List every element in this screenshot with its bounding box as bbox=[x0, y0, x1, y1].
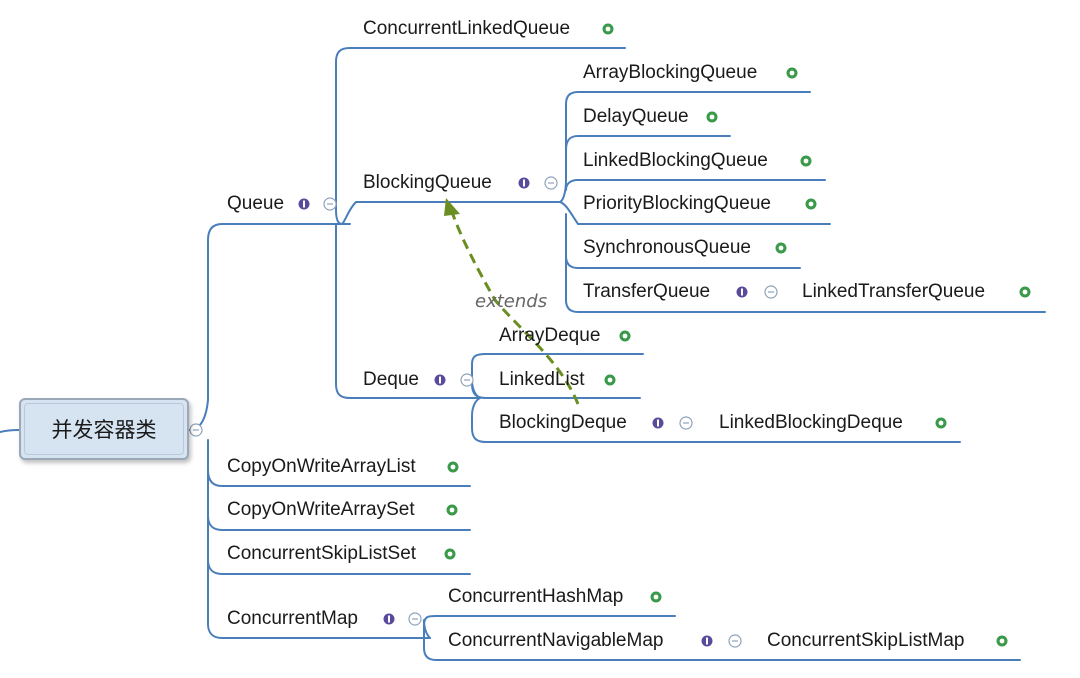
extends-arrow bbox=[444, 198, 580, 405]
node-concurrent-hash-map[interactable]: ConcurrentHashMap bbox=[448, 586, 624, 607]
class-icon bbox=[446, 504, 458, 516]
collapse-tq-icon[interactable] bbox=[764, 285, 778, 299]
node-linked-list[interactable]: LinkedList bbox=[499, 369, 585, 390]
node-transfer-queue[interactable]: TransferQueue bbox=[583, 281, 711, 302]
collapse-cmap-icon[interactable] bbox=[408, 612, 422, 626]
interface-icon bbox=[383, 613, 395, 625]
edge-root-queue bbox=[188, 223, 351, 431]
edge-bq-tq bbox=[565, 255, 791, 313]
node-concurrent-linked-queue[interactable]: ConcurrentLinkedQueue bbox=[363, 18, 571, 39]
node-delay-queue[interactable]: DelayQueue bbox=[583, 106, 689, 127]
interface-icon bbox=[518, 177, 530, 189]
node-copy-on-write-array-list[interactable]: CopyOnWriteArrayList bbox=[227, 456, 416, 477]
edge-queue-bq bbox=[341, 201, 561, 225]
interface-icon bbox=[736, 286, 748, 298]
node-concurrent-navigable-map[interactable]: ConcurrentNavigableMap bbox=[448, 630, 664, 651]
node-blocking-queue[interactable]: BlockingQueue bbox=[363, 172, 492, 193]
node-deque[interactable]: Deque bbox=[363, 369, 419, 390]
edge-cmap-cnm bbox=[423, 619, 761, 661]
node-blocking-deque[interactable]: BlockingDeque bbox=[499, 412, 627, 433]
collapse-cnm-icon[interactable] bbox=[728, 634, 742, 648]
class-icon bbox=[775, 242, 787, 254]
edge-queue-deque bbox=[335, 223, 481, 399]
class-icon bbox=[1019, 286, 1031, 298]
class-icon bbox=[619, 330, 631, 342]
node-linked-blocking-queue[interactable]: LinkedBlockingQueue bbox=[583, 150, 768, 171]
edge-bq-dq bbox=[565, 135, 731, 151]
class-icon bbox=[706, 111, 718, 123]
class-icon bbox=[786, 67, 798, 79]
extends-label: extends bbox=[475, 291, 548, 312]
class-icon bbox=[444, 548, 456, 560]
edge-bq-pbq bbox=[559, 201, 831, 225]
edge-bq-lbq bbox=[565, 179, 826, 191]
root-left-connector bbox=[0, 429, 20, 433]
class-icon bbox=[602, 23, 614, 35]
collapse-bq-icon[interactable] bbox=[544, 176, 558, 190]
node-array-deque[interactable]: ArrayDeque bbox=[499, 325, 601, 346]
collapse-deque-icon[interactable] bbox=[460, 373, 474, 387]
interface-icon bbox=[652, 417, 664, 429]
node-synchronous-queue[interactable]: SynchronousQueue bbox=[583, 237, 751, 258]
class-icon bbox=[805, 198, 817, 210]
interface-icon bbox=[701, 635, 713, 647]
node-linked-transfer-queue[interactable]: LinkedTransferQueue bbox=[802, 281, 986, 302]
interface-icon bbox=[434, 374, 446, 386]
node-priority-blocking-queue[interactable]: PriorityBlockingQueue bbox=[583, 193, 771, 214]
class-icon bbox=[800, 155, 812, 167]
class-icon bbox=[447, 461, 459, 473]
class-icon bbox=[996, 635, 1008, 647]
edge-bq-abq bbox=[559, 91, 811, 203]
class-icon bbox=[604, 374, 616, 386]
edge-deque-ll bbox=[471, 383, 641, 399]
node-concurrent-skip-list-set[interactable]: ConcurrentSkipListSet bbox=[227, 543, 417, 564]
root-label: 并发容器类 bbox=[51, 418, 157, 442]
node-concurrent-skip-list-map[interactable]: ConcurrentSkipListMap bbox=[767, 630, 965, 651]
class-icon bbox=[650, 591, 662, 603]
node-concurrent-map[interactable]: ConcurrentMap bbox=[227, 608, 358, 629]
collapse-bd-icon[interactable] bbox=[679, 416, 693, 430]
interface-icon bbox=[298, 198, 310, 210]
node-copy-on-write-array-set[interactable]: CopyOnWriteArraySet bbox=[227, 499, 415, 520]
node-queue[interactable]: Queue bbox=[227, 193, 285, 214]
node-array-blocking-queue[interactable]: ArrayBlockingQueue bbox=[583, 62, 758, 83]
collapse-queue-icon[interactable] bbox=[323, 197, 337, 211]
collapse-root-icon[interactable] bbox=[189, 423, 203, 437]
root-node[interactable]: 并发容器类 bbox=[19, 398, 189, 460]
edge-root-cmap bbox=[207, 559, 431, 639]
edge-queue-clq bbox=[335, 47, 626, 225]
node-linked-blocking-deque[interactable]: LinkedBlockingDeque bbox=[719, 412, 903, 433]
edge-deque-bd bbox=[471, 397, 701, 443]
class-icon bbox=[935, 417, 947, 429]
